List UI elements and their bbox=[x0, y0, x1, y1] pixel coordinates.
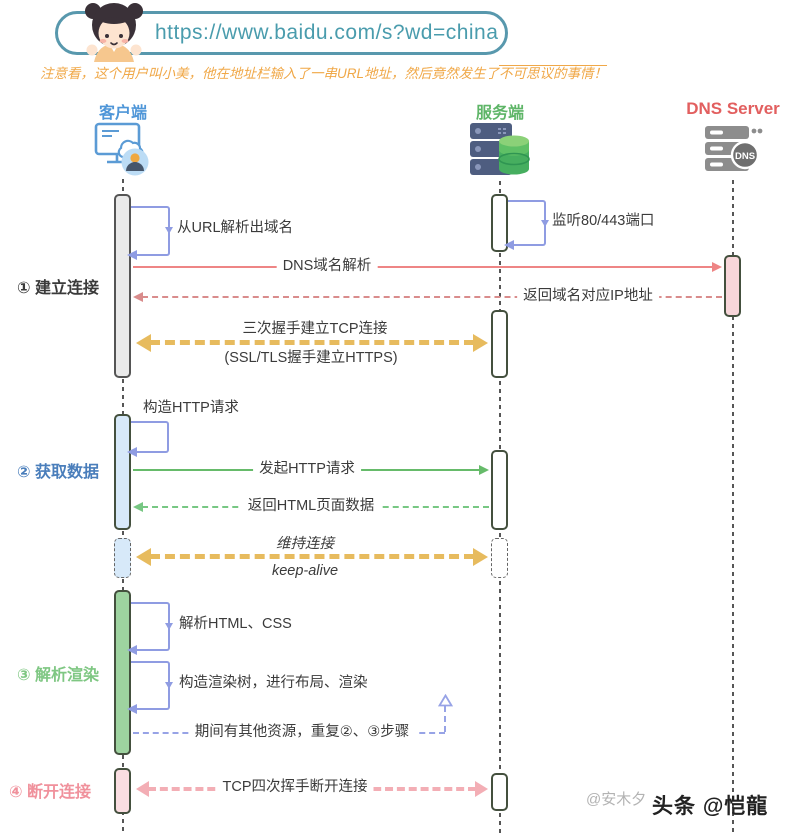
girl-avatar-icon bbox=[80, 0, 148, 69]
label-tcp-close: TCP四次挥手断开连接 bbox=[216, 778, 374, 796]
section-label-render: ③ 解析渲染 bbox=[17, 667, 99, 684]
watermark-platform: 头条 @恺龍 bbox=[652, 795, 769, 818]
activation-bar-server-listen bbox=[491, 194, 508, 252]
actor-label-server: 服务端 bbox=[475, 105, 525, 122]
activation-bar-client-keepalive bbox=[114, 538, 131, 578]
self-loop-parse-html bbox=[127, 602, 173, 655]
url-text: https://www.baidu.com/s?wd=china bbox=[155, 21, 499, 44]
actor-label-client: 客户端 bbox=[98, 105, 148, 122]
arrow-other-resources-vertical bbox=[444, 706, 446, 732]
svg-text:DNS: DNS bbox=[735, 151, 755, 162]
activation-bar-server-keepalive bbox=[491, 538, 508, 578]
caption-emphasis: 不可思议的事情！ bbox=[499, 66, 608, 81]
label-keep-alive: keep-alive bbox=[265, 562, 345, 580]
label-listen-ports: 监听80/443端口 bbox=[552, 213, 655, 229]
label-tls-handshake: (SSL/TLS握手建立HTTPS) bbox=[218, 349, 404, 367]
open-triangle-up-icon bbox=[437, 693, 454, 712]
label-build-http: 构造HTTP请求 bbox=[143, 400, 239, 416]
dns-server-icon: DNS bbox=[703, 123, 763, 184]
lifeline-dns bbox=[732, 180, 734, 833]
label-other-resources: 期间有其他资源，重复②、③步骤 bbox=[188, 723, 416, 741]
label-send-http: 发起HTTP请求 bbox=[253, 460, 361, 478]
label-return-ip: 返回域名对应IP地址 bbox=[517, 287, 659, 305]
self-loop-render-tree bbox=[127, 661, 173, 714]
label-dns-resolve: DNS域名解析 bbox=[276, 257, 378, 275]
label-render-tree: 构造渲染树，进行布局、渲染 bbox=[179, 675, 368, 691]
section-label-connect: ① 建立连接 bbox=[17, 280, 99, 297]
actor-label-dns: DNS Server bbox=[686, 99, 780, 118]
activation-bar-client-close bbox=[114, 768, 131, 814]
url-address-bar[interactable]: https://www.baidu.com/s?wd=china bbox=[55, 11, 508, 55]
caption-lead: 注意看，这个用户叫小美，他在地址栏输入了一串URL地址，然后竟然发生了 bbox=[40, 66, 500, 81]
label-parse-html: 解析HTML、CSS bbox=[179, 616, 292, 632]
label-keep-conn: 维持连接 bbox=[270, 535, 340, 553]
server-database-icon bbox=[468, 121, 532, 186]
story-caption: 注意看，这个用户叫小美，他在地址栏输入了一串URL地址，然后竟然发生了不可思议的… bbox=[40, 62, 790, 82]
section-label-fetch: ② 获取数据 bbox=[17, 464, 99, 481]
activation-bar-dns bbox=[724, 255, 741, 317]
label-return-html: 返回HTML页面数据 bbox=[241, 497, 381, 515]
activation-bar-server-tcp bbox=[491, 310, 508, 378]
activation-bar-client-connect bbox=[114, 194, 131, 378]
section-label-close: ④ 断开连接 bbox=[9, 784, 91, 801]
activation-bar-server-close bbox=[491, 773, 508, 811]
activation-bar-server-http bbox=[491, 450, 508, 530]
activation-bar-client-http bbox=[114, 414, 131, 530]
label-tcp-handshake: 三次握手建立TCP连接 bbox=[236, 320, 394, 338]
activation-bar-client-render bbox=[114, 590, 131, 755]
label-parse-domain: 从URL解析出域名 bbox=[177, 220, 294, 236]
self-loop-parse-domain bbox=[127, 206, 173, 260]
self-loop-listen-ports bbox=[504, 200, 549, 250]
self-loop-build-http bbox=[127, 421, 169, 457]
monitor-cloud-user-icon bbox=[93, 121, 155, 184]
watermark-author: @安木夕 bbox=[586, 791, 647, 808]
